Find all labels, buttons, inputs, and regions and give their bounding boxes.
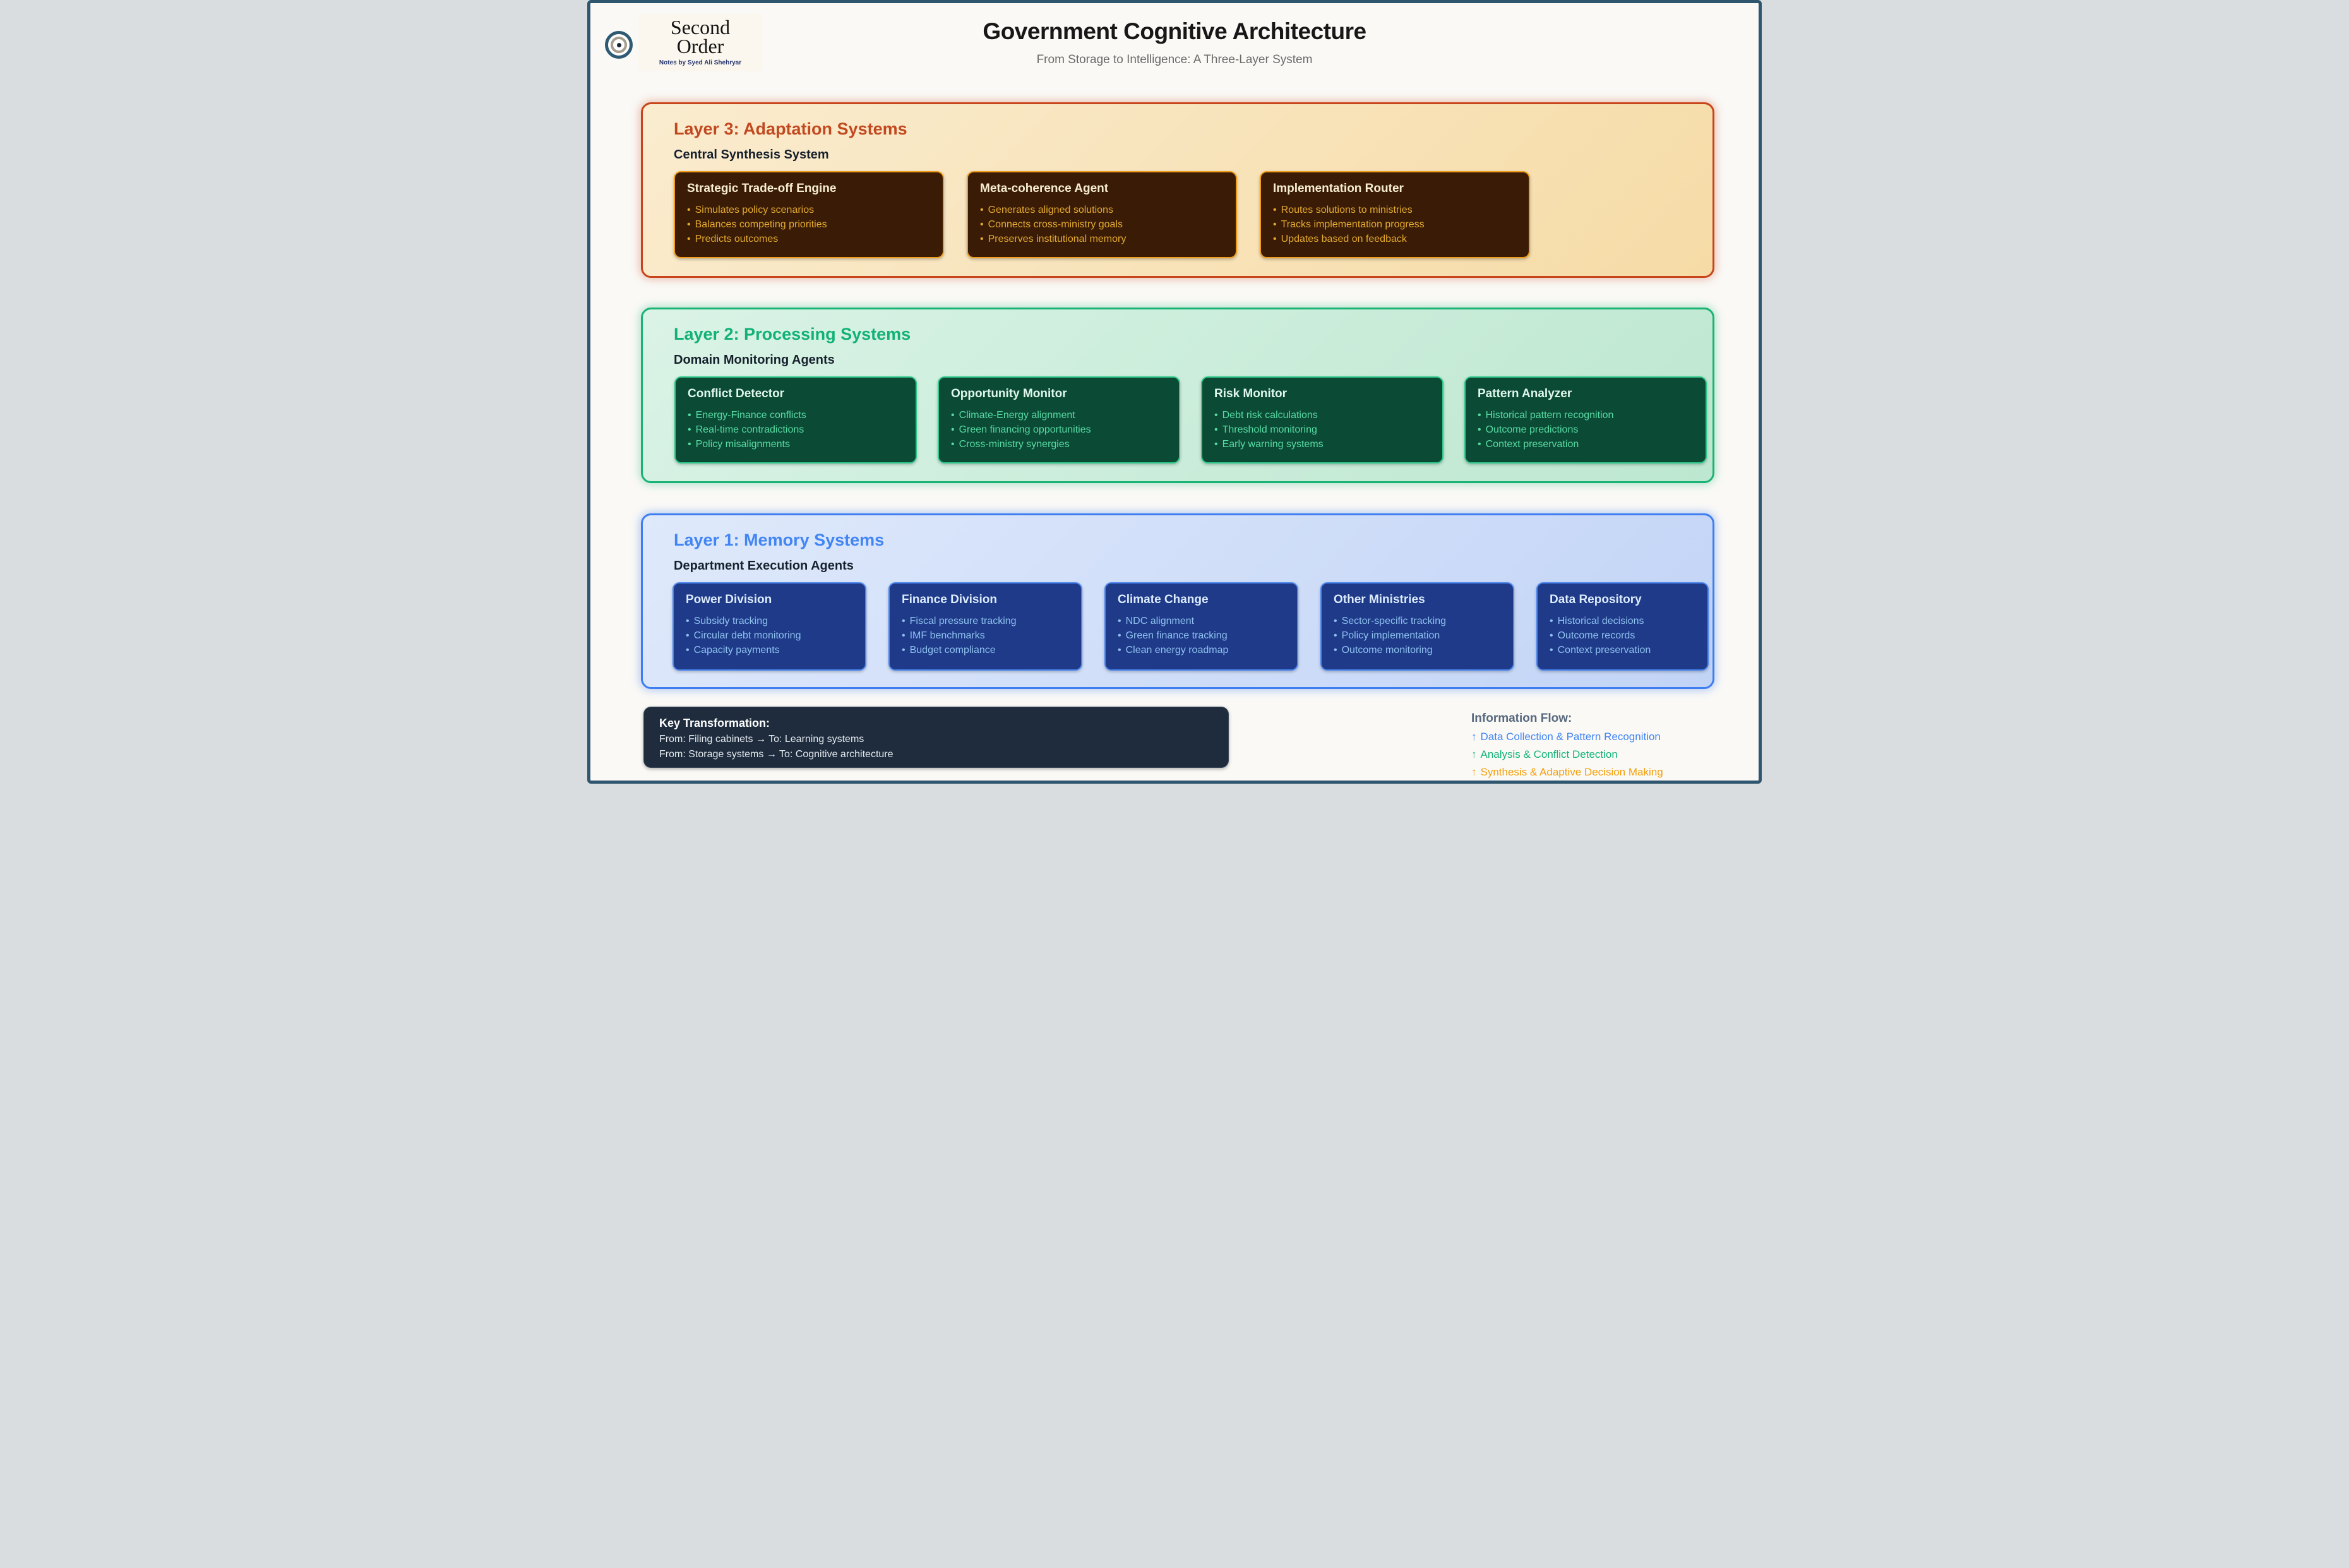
- card-bullet: •Real-time contradictions: [688, 424, 804, 435]
- information-flow-title: Information Flow:: [1471, 712, 1572, 725]
- card-bullet: •Threshold monitoring: [1214, 424, 1317, 435]
- card-title: Risk Monitor: [1214, 387, 1288, 400]
- card-title: Finance Division: [902, 593, 997, 606]
- card-bullet: •Tracks implementation progress: [1273, 219, 1425, 230]
- card-bullet: •Energy-Finance conflicts: [688, 410, 806, 421]
- card-bullet: •Cross-ministry synergies: [951, 439, 1070, 450]
- card-bullet: •Simulates policy scenarios: [687, 205, 815, 215]
- card-title: Implementation Router: [1273, 182, 1404, 195]
- card-bullet: •Outcome predictions: [1478, 424, 1579, 435]
- key-transformation-title: Key Transformation:: [659, 717, 770, 729]
- card-bullet: •Connects cross-ministry goals: [980, 219, 1123, 230]
- information-flow-item-data-collection-pattern-recognition: ↑Data Collection & Pattern Recognition: [1471, 731, 1661, 743]
- card-bullet: •NDC alignment: [1118, 616, 1195, 626]
- card-other-ministries: Other Ministries •Sector-specific trackin…: [1320, 582, 1514, 671]
- layer-2-cards: Conflict Detector •Energy-Finance conflic…: [674, 376, 1707, 464]
- key-transformation-panel: Key Transformation: From: Filing cabinet…: [643, 707, 1229, 768]
- brand-tagline: Notes by Syed Ali Shehryar: [659, 59, 742, 66]
- up-arrow-icon: ↑: [1471, 731, 1477, 743]
- layer-2-panel: Layer 2: Processing Systems Domain Monit…: [641, 308, 1714, 483]
- card-bullet: •Predicts outcomes: [687, 234, 779, 244]
- up-arrow-icon: ↑: [1471, 766, 1477, 778]
- brand-name-line1: Second: [670, 16, 731, 39]
- bullseye-dot: [616, 42, 621, 47]
- page-subtitle: From Storage to Intelligence: A Three-La…: [1036, 53, 1313, 66]
- page-title: Government Cognitive Architecture: [983, 18, 1366, 44]
- card-bullet: •Generates aligned solutions: [980, 205, 1113, 215]
- layer-2-subheading: Domain Monitoring Agents: [674, 353, 835, 367]
- card-title: Conflict Detector: [688, 387, 785, 400]
- card-bullet: •Outcome monitoring: [1334, 645, 1433, 655]
- card-bullet: •Subsidy tracking: [686, 616, 768, 626]
- card-data-repository: Data Repository •Historical decisions •Out…: [1536, 582, 1709, 671]
- brand-logo: Second Order Notes by Syed Ali Shehryar: [638, 14, 762, 71]
- card-power-division: Power Division •Subsidy tracking •Circular…: [672, 582, 866, 671]
- layer-1-panel: Layer 1: Memory Systems Department Execu…: [641, 513, 1714, 689]
- card-finance-division: Finance Division •Fiscal pressure trackin…: [888, 582, 1082, 671]
- card-climate-change: Climate Change •NDC alignment •Green finan…: [1104, 582, 1298, 671]
- card-bullet: •Climate-Energy alignment: [951, 410, 1075, 421]
- card-title: Other Ministries: [1334, 593, 1425, 606]
- card-bullet: •Green financing opportunities: [951, 424, 1091, 435]
- card-bullet: •Updates based on feedback: [1273, 234, 1407, 244]
- card-bullet: •Debt risk calculations: [1214, 410, 1318, 421]
- key-transformation-line: From: Filing cabinets → To: Learning sys…: [659, 734, 864, 745]
- card-title: Data Repository: [1550, 593, 1642, 606]
- card-risk-monitor: Risk Monitor •Debt risk calculations •Thre…: [1201, 376, 1443, 464]
- key-transformation-lines: From: Filing cabinets → To: Learning sys…: [659, 734, 1213, 760]
- key-transformation-line: From: Storage systems → To: Cognitive ar…: [659, 749, 894, 760]
- card-strategic-trade-off-engine: Strategic Trade-off Engine •Simulates pol…: [674, 171, 944, 258]
- card-bullet: •Policy misalignments: [688, 439, 790, 450]
- card-title: Power Division: [686, 593, 772, 606]
- card-bullet: •Circular debt monitoring: [686, 630, 801, 641]
- card-title: Climate Change: [1118, 593, 1209, 606]
- information-flow-panel: Information Flow: ↑Data Collection & Pat…: [1471, 712, 1663, 779]
- card-bullet: •Sector-specific tracking: [1334, 616, 1446, 626]
- layer-3-cards: Strategic Trade-off Engine •Simulates pol…: [674, 171, 1530, 258]
- card-implementation-router: Implementation Router •Routes solutions t…: [1260, 171, 1530, 258]
- layer-3-panel: Layer 3: Adaptation Systems Central Synt…: [641, 102, 1714, 278]
- layer-3-subheading: Central Synthesis System: [674, 148, 829, 162]
- layer-1-subheading: Department Execution Agents: [674, 559, 854, 573]
- card-title: Strategic Trade-off Engine: [687, 182, 837, 195]
- layer-3-heading: Layer 3: Adaptation Systems: [674, 119, 907, 138]
- card-conflict-detector: Conflict Detector •Energy-Finance conflic…: [674, 376, 917, 464]
- information-flow-item-analysis-conflict-detection: ↑Analysis & Conflict Detection: [1471, 748, 1618, 760]
- card-bullet: •Policy implementation: [1334, 630, 1440, 641]
- bullseye-ring: [611, 37, 627, 53]
- information-flow-items: ↑Data Collection & Pattern Recognition ↑A…: [1471, 731, 1663, 779]
- card-pattern-analyzer: Pattern Analyzer •Historical pattern reco…: [1464, 376, 1707, 464]
- card-meta-coherence-agent: Meta-coherence Agent •Generates aligned s…: [967, 171, 1237, 258]
- card-bullet: •Capacity payments: [686, 645, 780, 655]
- card-bullet: •Green finance tracking: [1118, 630, 1228, 641]
- card-bullet: •Outcome records: [1550, 630, 1635, 641]
- card-title: Opportunity Monitor: [951, 387, 1067, 400]
- information-flow-item-synthesis-adaptive-decision-making: ↑Synthesis & Adaptive Decision Making: [1471, 766, 1663, 778]
- card-title: Meta-coherence Agent: [980, 182, 1109, 195]
- layer-1-cards: Power Division •Subsidy tracking •Circular…: [672, 582, 1709, 671]
- card-bullet: •IMF benchmarks: [902, 630, 985, 641]
- card-bullet: •Historical pattern recognition: [1478, 410, 1614, 421]
- card-bullet: •Context preservation: [1478, 439, 1579, 450]
- card-bullet: •Preserves institutional memory: [980, 234, 1127, 244]
- header: Government Cognitive Architecture From S…: [590, 18, 1759, 67]
- layer-2-heading: Layer 2: Processing Systems: [674, 325, 911, 344]
- card-bullet: •Early warning systems: [1214, 439, 1324, 450]
- card-title: Pattern Analyzer: [1478, 387, 1572, 400]
- bullseye-icon: [605, 31, 633, 59]
- card-opportunity-monitor: Opportunity Monitor •Climate-Energy align…: [938, 376, 1180, 464]
- card-bullet: •Context preservation: [1550, 645, 1651, 655]
- card-bullet: •Routes solutions to ministries: [1273, 205, 1413, 215]
- page: Second Order Notes by Syed Ali Shehryar …: [587, 0, 1762, 784]
- card-bullet: •Fiscal pressure tracking: [902, 616, 1017, 626]
- card-bullet: •Historical decisions: [1550, 616, 1644, 626]
- card-bullet: •Balances competing priorities: [687, 219, 827, 230]
- card-bullet: •Clean energy roadmap: [1118, 645, 1229, 655]
- layer-1-heading: Layer 1: Memory Systems: [674, 530, 885, 549]
- card-bullet: •Budget compliance: [902, 645, 996, 655]
- up-arrow-icon: ↑: [1471, 748, 1477, 760]
- brand-name-line2: Order: [676, 35, 724, 58]
